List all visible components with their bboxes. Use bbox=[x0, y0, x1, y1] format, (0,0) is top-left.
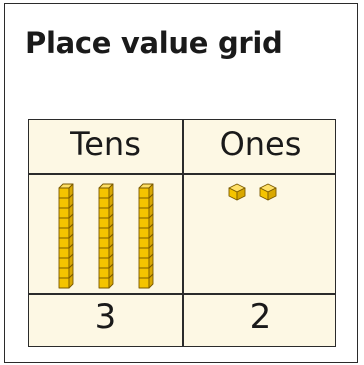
ten-rod-1-cube-5-front bbox=[58, 227, 70, 239]
ten-rod-3-cube-9-front bbox=[138, 267, 150, 279]
ten-rod-1-cube-7-front bbox=[58, 247, 70, 259]
unit-cube-1 bbox=[228, 183, 246, 201]
ten-rod-1-cube-1-side bbox=[68, 183, 74, 199]
ten-rod-1-cube-4-front bbox=[58, 217, 70, 229]
page-title: Place value grid bbox=[25, 26, 283, 60]
ten-rod-3-cube-1-front bbox=[138, 187, 150, 199]
ten-rod-1-cube-1-front bbox=[58, 187, 70, 199]
tens-value: 3 bbox=[94, 297, 117, 337]
ten-rod-1-cube-3-front bbox=[58, 207, 70, 219]
value-divider bbox=[29, 293, 335, 295]
ten-rod-1-cube-9-front bbox=[58, 267, 70, 279]
unit-cube-2-right bbox=[267, 187, 277, 201]
ten-rod-3-cube-1-side bbox=[148, 183, 154, 199]
ten-rod-2-cube-5-front bbox=[98, 227, 110, 239]
ten-rod-3-cube-10-front bbox=[138, 277, 150, 289]
unit-cube-1-right bbox=[236, 187, 246, 201]
ten-rod-2-cube-10-front bbox=[98, 277, 110, 289]
place-value-card: Place value grid Tens Ones 3 2 bbox=[4, 3, 358, 363]
place-value-grid: Tens Ones 3 2 bbox=[28, 119, 336, 347]
ten-rod-2-cube-7-front bbox=[98, 247, 110, 259]
ones-value: 2 bbox=[249, 297, 272, 337]
ten-rod-2 bbox=[98, 183, 114, 289]
ten-rod-2-cube-8-front bbox=[98, 257, 110, 269]
ten-rod-2-cube-1-front bbox=[98, 187, 110, 199]
ten-rod-1-cube-6-front bbox=[58, 237, 70, 249]
ten-rod-1-cube-8-front bbox=[58, 257, 70, 269]
ones-header: Ones bbox=[219, 125, 302, 163]
base-ten-blocks bbox=[58, 183, 277, 289]
ten-rod-2-cube-6-front bbox=[98, 237, 110, 249]
ten-rod-3 bbox=[138, 183, 154, 289]
ten-rod-3-cube-3-front bbox=[138, 207, 150, 219]
ten-rod-3-cube-4-front bbox=[138, 217, 150, 229]
ten-rod-3-cube-7-front bbox=[138, 247, 150, 259]
ten-rod-2-cube-2-front bbox=[98, 197, 110, 209]
ten-rod-2-cube-3-front bbox=[98, 207, 110, 219]
ten-rod-2-cube-4-front bbox=[98, 217, 110, 229]
ten-rod-1 bbox=[58, 183, 74, 289]
header-divider bbox=[29, 173, 335, 175]
ten-rod-3-cube-6-front bbox=[138, 237, 150, 249]
ten-rod-3-cube-5-front bbox=[138, 227, 150, 239]
ten-rod-3-cube-2-front bbox=[138, 197, 150, 209]
unit-cube-2 bbox=[259, 183, 277, 201]
ten-rod-1-cube-10-front bbox=[58, 277, 70, 289]
column-divider bbox=[182, 120, 184, 346]
ten-rod-2-cube-9-front bbox=[98, 267, 110, 279]
ten-rod-2-cube-1-side bbox=[108, 183, 114, 199]
ten-rod-1-cube-2-front bbox=[58, 197, 70, 209]
tens-header: Tens bbox=[70, 125, 141, 163]
ten-rod-3-cube-8-front bbox=[138, 257, 150, 269]
